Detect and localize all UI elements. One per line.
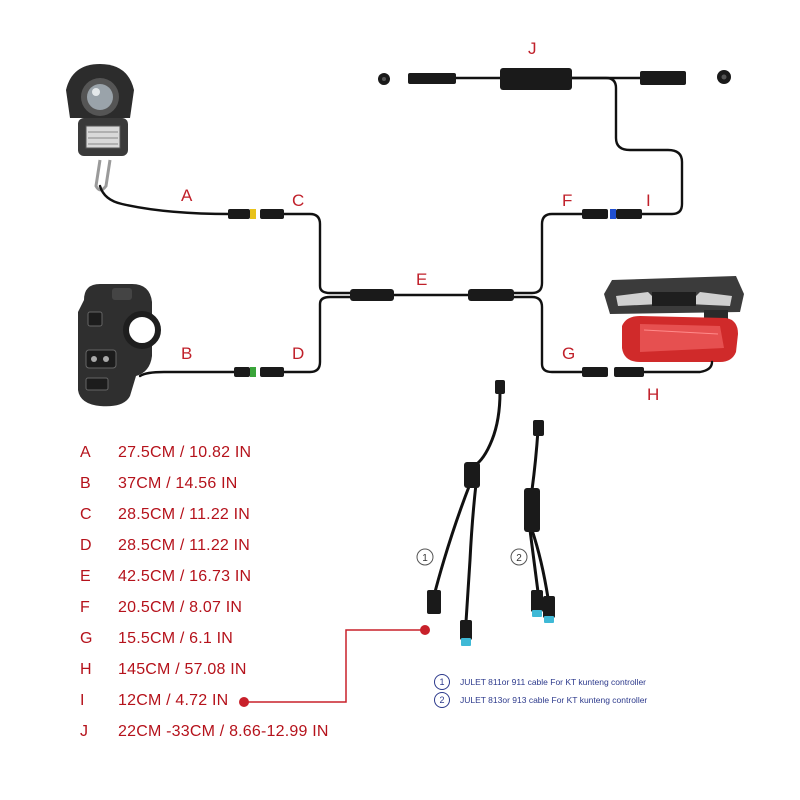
spec-value: 22CM -33CM / 8.66-12.99 IN xyxy=(118,723,329,740)
spec-value: 12CM / 4.72 IN xyxy=(118,692,229,709)
spec-key: G xyxy=(80,630,93,647)
legend-number: 1 xyxy=(434,674,450,690)
cable-d xyxy=(280,295,354,374)
label-f: F xyxy=(562,191,572,210)
pointer-dot-bottom xyxy=(239,697,249,707)
spec-key: A xyxy=(80,444,91,461)
spec-key: H xyxy=(80,661,92,678)
spec-key: D xyxy=(80,537,92,554)
spec-value: 145CM / 57.08 IN xyxy=(118,661,247,678)
label-c: C xyxy=(292,191,304,210)
spec-row-f: F 20.5CM / 8.07 IN xyxy=(80,599,242,617)
spec-row-g: G 15.5CM / 6.1 IN xyxy=(80,630,233,648)
pointer-dot-top xyxy=(420,625,430,635)
svg-text:1: 1 xyxy=(422,553,428,564)
spec-key: E xyxy=(80,568,91,585)
cable-number-1: 1 xyxy=(416,548,434,566)
cable-g xyxy=(510,295,586,374)
legend-row-1: 1 JULET 811or 911 cable For KT kunteng co… xyxy=(434,674,646,690)
spec-row-c: C 28.5CM / 11.22 IN xyxy=(80,506,250,524)
spec-row-j: J 22CM -33CM / 8.66-12.99 IN xyxy=(80,723,329,741)
connector-icon xyxy=(427,380,505,646)
cable-a xyxy=(98,184,232,216)
spec-key: I xyxy=(80,692,85,709)
cable-f xyxy=(510,212,586,295)
tail-light-icon xyxy=(604,276,744,362)
label-j: J xyxy=(528,39,537,58)
legend-number: 2 xyxy=(434,692,450,708)
spec-row-e: E 42.5CM / 16.73 IN xyxy=(80,568,251,586)
spec-key: C xyxy=(80,506,92,523)
cable-number-2: 2 xyxy=(510,548,528,566)
label-b: B xyxy=(181,344,192,363)
legend-row-2: 2 JULET 813or 913 cable For KT kunteng co… xyxy=(434,692,647,708)
legend-text: JULET 811or 911 cable For KT kunteng con… xyxy=(460,677,646,687)
legend-text: JULET 813or 913 cable For KT kunteng con… xyxy=(460,695,648,705)
spec-row-i: I 12CM / 4.72 IN xyxy=(80,692,228,710)
spec-row-h: H 145CM / 57.08 IN xyxy=(80,661,247,679)
spec-value: 20.5CM / 8.07 IN xyxy=(118,599,243,616)
spec-value: 28.5CM / 11.22 IN xyxy=(118,506,251,523)
connector-icon xyxy=(228,68,731,377)
spec-key: F xyxy=(80,599,90,616)
label-g: G xyxy=(562,344,575,363)
handlebar-switch-icon xyxy=(78,284,161,407)
cable-i xyxy=(568,76,684,216)
cable-h xyxy=(640,360,714,374)
spec-value: 37CM / 14.56 IN xyxy=(118,475,238,492)
label-h: H xyxy=(647,385,659,404)
spec-row-a: A 27.5CM / 10.82 IN xyxy=(80,444,251,462)
label-a: A xyxy=(181,186,193,205)
label-e: E xyxy=(416,270,427,289)
spec-value: 15.5CM / 6.1 IN xyxy=(118,630,234,647)
pointer-line xyxy=(244,629,425,703)
label-d: D xyxy=(292,344,304,363)
connector-icon xyxy=(524,420,555,623)
spec-value: 42.5CM / 16.73 IN xyxy=(118,568,252,585)
headlight-icon xyxy=(66,64,134,192)
label-i: I xyxy=(646,191,651,210)
spec-value: 27.5CM / 10.82 IN xyxy=(118,444,252,461)
svg-text:2: 2 xyxy=(516,553,522,564)
spec-row-b: B 37CM / 14.56 IN xyxy=(80,475,238,493)
y-cable-1 xyxy=(432,390,502,624)
spec-row-d: D 28.5CM / 11.22 IN xyxy=(80,537,250,555)
cable-c xyxy=(280,212,354,295)
spec-value: 28.5CM / 11.22 IN xyxy=(118,537,251,554)
spec-key: B xyxy=(80,475,91,492)
cable-b xyxy=(138,370,238,378)
spec-key: J xyxy=(80,723,89,740)
